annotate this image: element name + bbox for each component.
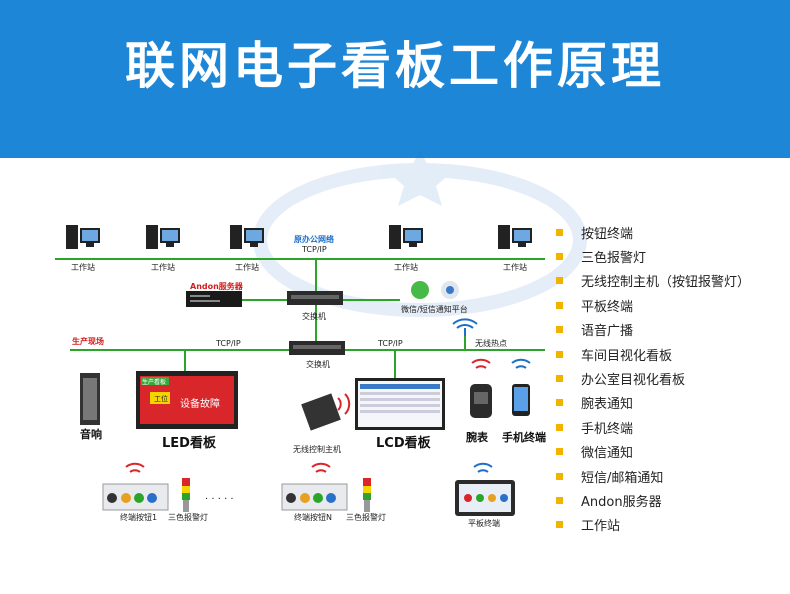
bullet-icon [556,326,563,334]
button-terminal-1 [102,462,190,512]
alarm-lamp-label: 三色报警灯 [168,513,208,522]
phone-label: 手机终端 [502,431,546,444]
legend-item: 车间目视化看板 [556,342,750,366]
button-terminal-label: 终端按钮1 [120,513,158,522]
led-board-label: LED看板 [162,436,216,451]
tablet-icon [455,462,515,516]
legend-item: Andon服务器 [556,488,750,512]
production-site-label: 生产现场 [72,337,104,346]
bullet-icon [556,375,563,383]
button-terminal-n [281,462,371,512]
legend-item: 工作站 [556,513,750,537]
bullet-icon [556,301,563,309]
tcpip-label: TCP/IP [302,245,327,254]
led-board-screen [136,371,238,429]
wifi-icon [452,318,478,336]
led-screen-mini-label: 生产看板 [142,379,167,386]
wechat-sms-label: 微信/短信通知平台 [401,305,468,314]
bullet-icon [556,253,563,261]
legend-item: 短信/邮箱通知 [556,464,750,488]
legend-item: 腕表通知 [556,391,750,415]
speaker-label: 音响 [80,428,102,441]
legend-item: 平板终端 [556,293,750,317]
legend-list: 按钮终端 三色报警灯 无线控制主机（按钮报警灯） 平板终端 语音广播 车间目视化… [556,220,750,537]
phone-icon [511,358,531,416]
hotspot-label: 无线热点 [475,339,507,348]
switch-label: 交换机 [302,312,326,321]
led-station-label: 工位 [154,395,168,403]
bullet-icon [556,472,563,480]
switch-icon [287,291,345,355]
workstation-label: 工作站 [151,263,175,272]
bullet-icon [556,350,563,358]
legend-item: 微信通知 [556,440,750,464]
lcd-board-screen [355,378,445,430]
workstation-label: 工作站 [71,263,95,272]
legend-item: 三色报警灯 [556,244,750,268]
controller-label: 无线控制主机 [293,445,341,454]
wechat-icon [411,281,459,299]
led-fault-text: 设备故障 [180,399,220,410]
tcpip-label: TCP/IP [378,339,403,348]
office-network-label: 原办公网络 [294,235,334,244]
alarm-lamp-label: 三色报警灯 [346,513,386,522]
bullet-icon [556,228,563,236]
controller-icon [301,393,351,431]
bullet-icon [556,521,563,529]
button-terminal-label: 终端按钮N [294,513,332,522]
bullet-icon [556,399,563,407]
legend-item: 无线控制主机（按钮报警灯） [556,269,750,293]
bullet-icon [556,448,563,456]
workstation-label: 工作站 [394,263,418,272]
bullet-icon [556,277,563,285]
legend-item: 办公室目视化看板 [556,366,750,390]
switch-label: 交换机 [306,360,330,369]
legend-item: 手机终端 [556,415,750,439]
tcpip-label: TCP/IP [216,339,241,348]
legend-item: 按钮终端 [556,220,750,244]
speaker-icon [80,373,100,425]
page-title: 联网电子看板工作原理 [125,37,665,95]
watch-icon [470,358,492,418]
workstation-label: 工作站 [503,263,527,272]
title-banner: 联网电子看板工作原理 [0,0,790,158]
tablet-label: 平板终端 [468,519,500,528]
ellipsis: · · · · · [205,494,234,505]
bullet-icon [556,423,563,431]
legend-item: 语音广播 [556,318,750,342]
andon-server-label: Andon服务器 [190,282,243,291]
lcd-board-label: LCD看板 [376,436,431,451]
workstation-label: 工作站 [235,263,259,272]
watch-label: 腕表 [466,431,488,444]
bullet-icon [556,496,563,504]
server-icon [186,291,242,307]
